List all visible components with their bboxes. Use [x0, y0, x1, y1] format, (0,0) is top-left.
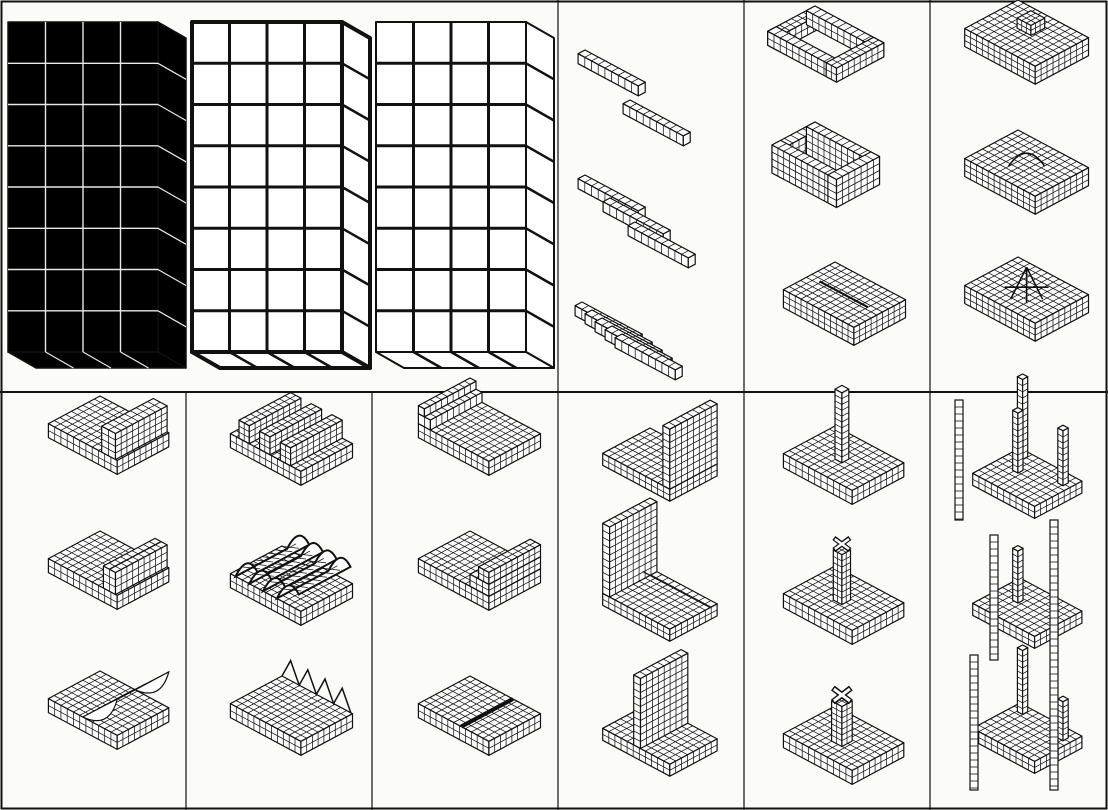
slab-with-x-post [783, 538, 903, 644]
three-ridge-slab [230, 393, 352, 486]
wave-slab [230, 661, 352, 756]
tall-rectangular-frame [772, 122, 880, 208]
slab-with-x-post-tall [783, 688, 903, 784]
slab-with-tent-mark [965, 257, 1089, 341]
column-raised-edges [48, 396, 168, 749]
slab-with-post [783, 385, 903, 504]
column-hollow-frames [768, 6, 906, 345]
l-step-slab [48, 396, 168, 474]
heavy-frame-grid-block [192, 22, 370, 368]
column-slab-surface-marks [965, 0, 1089, 341]
curved-rise-slab [48, 671, 168, 749]
rounded-edge-slab [48, 531, 168, 609]
three-bars [578, 175, 695, 268]
rounded-ridge-slab [230, 536, 352, 626]
column-bars [575, 50, 695, 380]
ridged-slab [575, 302, 682, 380]
double-step-slab [418, 531, 540, 610]
slab-with-groove [783, 262, 905, 345]
column-walls [603, 400, 717, 776]
column-stacked-posts [955, 374, 1082, 790]
slab-with-square-mark [965, 0, 1089, 84]
single-bars [578, 50, 690, 146]
slab-with-back-wall [603, 400, 717, 501]
light-frame-grid-block [376, 22, 554, 368]
slab-with-two-walls [603, 498, 717, 641]
solid-grid-block [8, 22, 186, 368]
flat-rectangular-frame [768, 6, 884, 82]
column-steps [418, 378, 540, 755]
column-ridges [230, 393, 352, 756]
slab-with-line [418, 676, 540, 755]
column-posts [783, 385, 903, 784]
slab-with-center-wall [603, 650, 717, 777]
stacked-slabs-with-posts [955, 374, 1082, 790]
slab-with-curved-mark [965, 130, 1089, 214]
